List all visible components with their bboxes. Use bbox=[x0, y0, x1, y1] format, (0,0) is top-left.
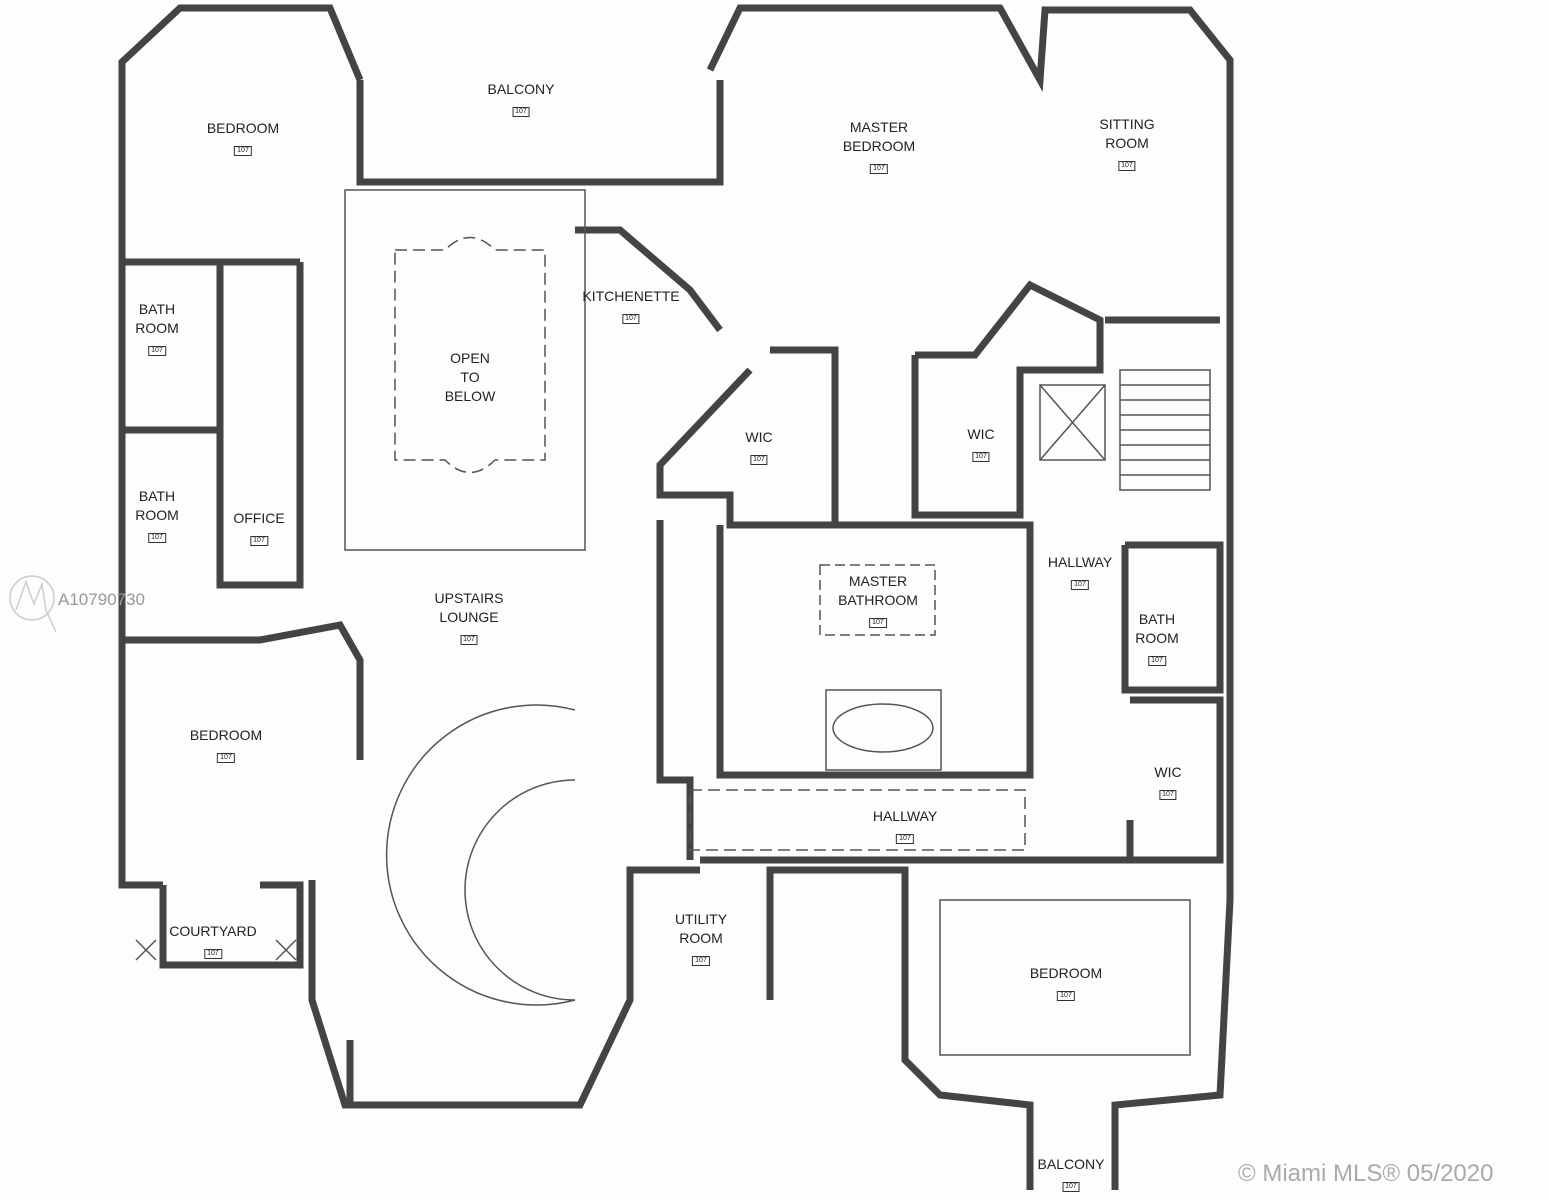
elevator bbox=[1039, 384, 1106, 461]
room-wic-right: WIC 107 bbox=[967, 425, 995, 463]
room-label: BATH ROOM bbox=[135, 488, 179, 523]
room-label: UPSTAIRS LOUNGE bbox=[434, 590, 504, 625]
room-label: WIC bbox=[1154, 764, 1182, 780]
wall-master-bath bbox=[716, 521, 1034, 779]
room-sitting-room: SITTING ROOM 107 bbox=[1099, 115, 1155, 172]
room-master-bathroom: MASTER BATHROOM 107 bbox=[838, 572, 918, 629]
room-label: UTILITY ROOM bbox=[674, 911, 728, 946]
room-wic-left: WIC 107 bbox=[745, 428, 773, 466]
outer-wall-top-mid bbox=[356, 80, 724, 186]
room-master-bedroom: MASTER BEDROOM 107 bbox=[843, 118, 915, 175]
outer-wall-left bbox=[118, 4, 364, 889]
room-label: BEDROOM bbox=[206, 120, 280, 136]
room-number: 107 bbox=[250, 536, 268, 546]
room-label: HALLWAY bbox=[872, 808, 938, 824]
courtyard-crosses bbox=[135, 939, 297, 961]
room-label: BATH ROOM bbox=[1135, 611, 1179, 646]
wall-kitchen bbox=[575, 226, 723, 333]
room-label: WIC bbox=[967, 426, 995, 442]
room-number: 107 bbox=[148, 533, 166, 543]
room-label: MASTER BATHROOM bbox=[838, 573, 918, 608]
room-balcony-top: BALCONY 107 bbox=[487, 80, 555, 118]
listing-id-watermark: A10790730 bbox=[58, 590, 145, 609]
wall-wic-bottom bbox=[1126, 696, 1224, 864]
room-label: BEDROOM bbox=[189, 727, 263, 743]
room-number: 107 bbox=[1062, 1182, 1080, 1192]
outer-wall-bottom-bed bbox=[766, 866, 1034, 1190]
room-label: BALCONY bbox=[487, 81, 555, 97]
room-label: KITCHENETTE bbox=[582, 288, 680, 304]
room-label: MASTER BEDROOM bbox=[842, 119, 916, 154]
room-label: COURTYARD bbox=[169, 923, 257, 939]
wall-bath-right bbox=[1121, 541, 1224, 694]
bedroom-right-outline bbox=[939, 899, 1191, 1056]
room-open-to-below: OPEN TO BELOW bbox=[445, 349, 496, 406]
master-bathroom-outline bbox=[819, 564, 936, 636]
room-label: WIC bbox=[745, 429, 773, 445]
open-to-below-dome bbox=[394, 236, 546, 474]
room-label: OPEN TO BELOW bbox=[444, 350, 496, 404]
room-label: SITTING ROOM bbox=[1099, 116, 1155, 151]
room-number: 107 bbox=[148, 346, 166, 356]
room-hallway-bottom: HALLWAY 107 bbox=[873, 807, 937, 845]
room-hallway-right: HALLWAY 107 bbox=[1048, 553, 1112, 591]
room-number: 107 bbox=[896, 834, 914, 844]
room-label: BATH ROOM bbox=[135, 301, 179, 336]
wall-wic-right bbox=[911, 280, 1104, 519]
room-number: 107 bbox=[512, 107, 530, 117]
room-number: 107 bbox=[692, 956, 710, 966]
outer-wall-bottom-right bbox=[1111, 899, 1234, 1190]
spiral-stair bbox=[385, 704, 576, 1006]
room-upstairs-lounge: UPSTAIRS LOUNGE 107 bbox=[434, 589, 504, 646]
room-number: 107 bbox=[1071, 580, 1089, 590]
room-wic-e: WIC 107 bbox=[1154, 763, 1182, 801]
room-number: 107 bbox=[217, 753, 235, 763]
wall-balcony-bay bbox=[346, 1040, 560, 1109]
room-number: 107 bbox=[622, 314, 640, 324]
room-number: 107 bbox=[870, 164, 888, 174]
room-number: 107 bbox=[750, 455, 768, 465]
room-label: BEDROOM bbox=[1029, 965, 1103, 981]
room-bedroom-sw: BEDROOM 107 bbox=[190, 726, 262, 764]
outer-wall-right bbox=[706, 4, 1234, 900]
room-courtyard: COURTYARD 107 bbox=[169, 922, 257, 960]
stair-straight bbox=[1119, 369, 1211, 491]
room-office: OFFICE 107 bbox=[233, 509, 285, 547]
room-number: 107 bbox=[460, 635, 478, 645]
wall-office bbox=[216, 262, 304, 589]
room-bath-w: BATH ROOM 107 bbox=[135, 487, 179, 544]
room-number: 107 bbox=[1159, 790, 1177, 800]
elevator-cross bbox=[1039, 384, 1106, 461]
wall-lounge-right bbox=[656, 520, 694, 860]
room-label: OFFICE bbox=[233, 510, 285, 526]
room-bedroom-se: BEDROOM 107 bbox=[1030, 964, 1102, 1002]
room-label: HALLWAY bbox=[1047, 554, 1113, 570]
room-number: 107 bbox=[869, 618, 887, 628]
hallway-rug bbox=[689, 789, 1026, 851]
copyright-watermark: © Miami MLS® 05/2020 bbox=[1238, 1160, 1494, 1187]
room-number: 107 bbox=[1057, 991, 1075, 1001]
mls-logo-icon bbox=[9, 575, 57, 633]
room-label: BALCONY bbox=[1037, 1156, 1105, 1172]
room-bath-nw: BATH ROOM 107 bbox=[135, 300, 179, 357]
outer-wall-bottom-lounge bbox=[308, 866, 700, 1109]
wall-wic-left bbox=[656, 346, 839, 529]
room-number: 107 bbox=[234, 146, 252, 156]
room-bedroom-nw: BEDROOM 107 bbox=[207, 119, 279, 157]
bathtub-basin bbox=[832, 703, 934, 753]
room-number: 107 bbox=[1148, 656, 1166, 666]
room-number: 107 bbox=[204, 949, 222, 959]
room-utility-room: UTILITY ROOM 107 bbox=[675, 910, 727, 967]
open-to-below-outline bbox=[344, 189, 586, 551]
room-balcony-bottom: BALCONY 107 bbox=[1037, 1155, 1105, 1193]
room-bath-e: BATH ROOM 107 bbox=[1135, 610, 1179, 667]
room-kitchenette: KITCHENETTE 107 bbox=[582, 287, 680, 325]
wall-lounge-bed bbox=[125, 621, 364, 760]
courtyard-wall bbox=[159, 881, 304, 969]
bathtub bbox=[825, 689, 942, 771]
room-number: 107 bbox=[972, 452, 990, 462]
room-number: 107 bbox=[1118, 161, 1136, 171]
